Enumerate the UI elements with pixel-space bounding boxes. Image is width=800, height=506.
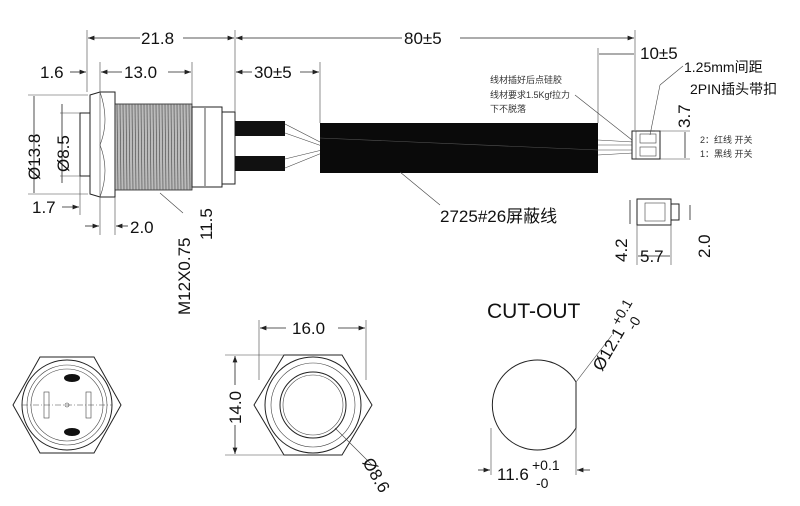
note-cable: 2725#26屏蔽线 xyxy=(440,207,557,226)
thread-line xyxy=(173,103,176,191)
rear-housing xyxy=(221,111,236,185)
dim-front-lens: Ø8.6 xyxy=(359,455,394,496)
thread-line xyxy=(179,103,182,191)
dim-nut-width: 2.0 xyxy=(130,218,154,237)
lens xyxy=(79,112,91,177)
note-glue-2: 线材要求1.5Kgf拉力 xyxy=(490,89,570,100)
collar xyxy=(191,106,223,188)
dimension-lines xyxy=(28,30,691,265)
thread-line xyxy=(143,103,146,191)
thread-line xyxy=(146,103,149,191)
thread-line xyxy=(155,103,158,191)
dim-bezel-dia: Ø13.8 xyxy=(25,134,44,180)
dim-conn-width: 4.2 xyxy=(612,238,631,262)
thread-line xyxy=(167,103,170,191)
dim-conn-length: 5.7 xyxy=(640,247,664,266)
thread-line xyxy=(128,103,131,191)
cutout-flat-tol-minus: -0 xyxy=(536,475,549,491)
note-glue-1: 线材插好后点硅胶 xyxy=(490,74,562,85)
thread-line xyxy=(116,103,119,191)
bezel xyxy=(89,91,116,198)
cut-out-view: CUT-OUT Ø12.1 +0.1 -0 11.6 +0.1 -0 xyxy=(478,296,644,491)
dim-front-height: 14.0 xyxy=(226,391,245,424)
dim-pitch-height: 3.7 xyxy=(675,104,694,128)
thread-line xyxy=(176,103,179,191)
thread-line xyxy=(125,103,128,191)
dim-rear-dia: 11.5 xyxy=(197,208,216,240)
note-pin1: 1：黑线 开关 xyxy=(700,148,753,159)
connector-side-view xyxy=(636,198,680,226)
notes: 线材插好后点硅胶 线材要求1.5Kgf拉力 下不脱落 1.25mm间距 2PIN… xyxy=(440,59,777,226)
thread-line xyxy=(158,103,161,191)
thread-line xyxy=(161,103,164,191)
thread-line xyxy=(149,103,152,191)
dim-connector-lead: 10±5 xyxy=(640,44,678,63)
rear-view xyxy=(12,356,122,454)
cutout-dia: Ø12.1 xyxy=(589,324,629,374)
thread-line xyxy=(170,103,173,191)
dim-thread-length: 13.0 xyxy=(124,63,157,82)
connector-2pin xyxy=(631,130,661,160)
front-view: 16.0 14.0 Ø8.6 xyxy=(225,319,393,496)
dim-lens-depth: 1.7 xyxy=(32,198,56,217)
thread-line xyxy=(188,103,191,191)
dim-lead-length: 30±5 xyxy=(254,63,292,82)
note-pitch: 1.25mm间距 xyxy=(684,59,763,75)
thread-line xyxy=(182,103,185,191)
dim-conn-height: 2.0 xyxy=(695,234,714,258)
cutout-flat: 11.6 xyxy=(497,465,529,484)
thread-line xyxy=(119,103,122,191)
note-pin2: 2：红线 开关 xyxy=(700,134,753,145)
thread-line xyxy=(140,103,143,191)
dim-bezel: 1.6 xyxy=(40,63,64,82)
note-plug: 2PIN插头带扣 xyxy=(690,81,777,97)
dim-front-width: 16.0 xyxy=(292,319,325,338)
dim-thread-spec: M12X0.75 xyxy=(175,238,194,316)
thread-line xyxy=(131,103,134,191)
dimension-labels: 21.8 80±5 10±5 1.6 13.0 30±5 Ø13.8 Ø8.5 … xyxy=(25,29,714,315)
side-view xyxy=(79,91,680,226)
dim-cable-total: 80±5 xyxy=(404,29,442,48)
cutout-title: CUT-OUT xyxy=(487,300,580,323)
lead-wire-top xyxy=(235,121,285,136)
thread-line xyxy=(122,103,125,191)
dim-overall-body: 21.8 xyxy=(141,29,174,48)
thread-line xyxy=(137,103,140,191)
cutout-flat-tol-plus: +0.1 xyxy=(532,457,560,473)
thread-line xyxy=(185,103,188,191)
thread-line xyxy=(134,103,137,191)
thread-line xyxy=(164,103,167,191)
lead-wire-bottom xyxy=(235,156,285,171)
note-glue-3: 下不脱落 xyxy=(490,103,526,114)
dim-lens-dia: Ø8.5 xyxy=(54,135,73,172)
thread-line xyxy=(152,103,155,191)
cutout-shape xyxy=(491,359,577,451)
